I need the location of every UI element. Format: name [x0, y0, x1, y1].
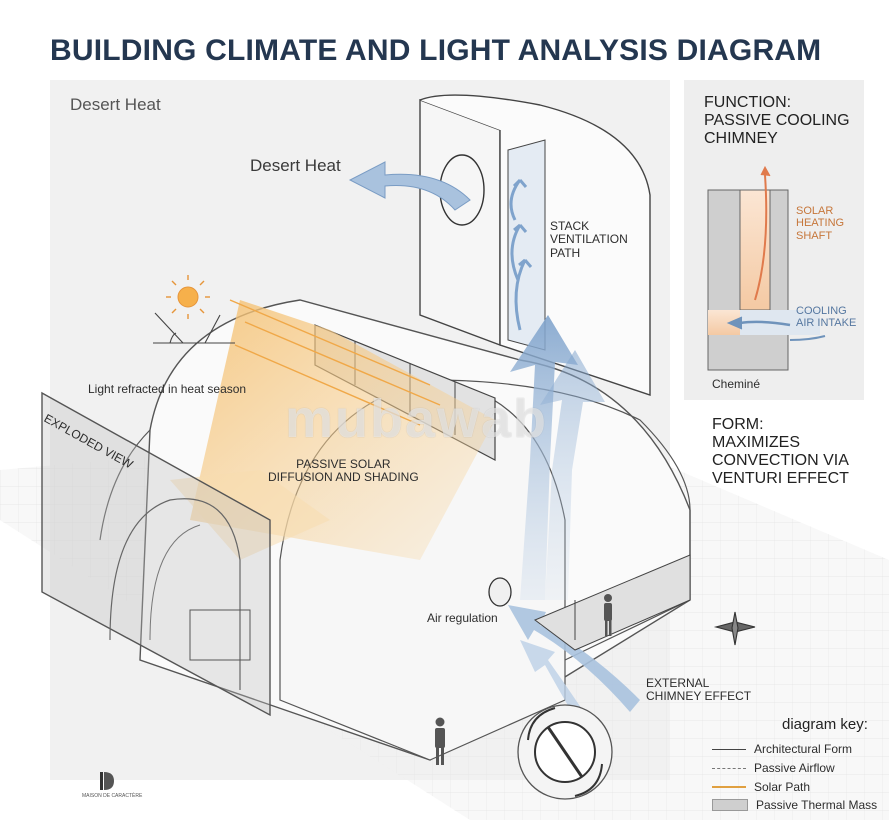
chemine-label: Cheminé [712, 377, 761, 391]
key-item-passive-airflow: Passive Airflow [712, 761, 835, 775]
person-figure-front [435, 717, 445, 765]
sun-icon [166, 275, 210, 319]
diagram-title: BUILDING CLIMATE AND LIGHT ANALYSIS DIAG… [50, 34, 822, 67]
key-title: diagram key: [782, 716, 868, 733]
sun-angle-icon [153, 312, 235, 344]
key-item-architectural-form: Architectural Form [712, 742, 852, 756]
key-item-thermal-mass: Passive Thermal Mass [712, 798, 877, 812]
exploded-view-panel [41, 391, 271, 717]
light-refracted-label: Light refracted in heat season [88, 382, 247, 396]
damper-inset-icon [517, 704, 613, 800]
watermark: mubawab [285, 389, 549, 449]
stack-ventilation-arrows [509, 178, 533, 331]
solar-shaft-label: SOLAR HEATING SHAFT [796, 205, 845, 242]
cooling-intake-label: COOLING AIR INTAKE [796, 305, 857, 330]
right-vault [429, 379, 691, 661]
architectural-form-swatch [712, 748, 746, 750]
stack-ventilation-label: STACK VENTILATION PATH [550, 219, 628, 260]
side-entrance [534, 554, 691, 651]
compass-icon [713, 611, 756, 646]
passive-solar-label: PASSIVE SOLAR DIFFUSION AND SHADING [268, 457, 419, 485]
desert-heat-arrow [348, 161, 471, 211]
external-chimney-arrow [508, 605, 640, 712]
person-figure-right [604, 594, 612, 636]
key-item-solar-path: Solar Path [712, 780, 810, 794]
chimney-section-diagram [707, 165, 826, 371]
passive-airflow-swatch [712, 767, 746, 769]
air-regulation-label: Air regulation [427, 611, 498, 625]
brand-logo [100, 772, 114, 790]
function-heading: FUNCTION: PASSIVE COOLING CHIMNEY [704, 94, 850, 147]
external-chimney-label: EXTERNAL CHIMNEY EFFECT [646, 676, 752, 704]
air-regulation-vent [488, 577, 512, 607]
rising-airflow-arrow [510, 315, 578, 600]
thermal-mass-swatch [712, 799, 748, 811]
desert-heat-label: Desert Heat [250, 156, 341, 175]
solar-path-swatch [712, 786, 746, 788]
logo-text: MAISON DE CARACTÈRE [82, 793, 143, 799]
form-heading: FORM: MAXIMIZES CONVECTION VIA VENTURI E… [712, 416, 849, 487]
chimney-tower [419, 98, 501, 347]
corner-label: Desert Heat [70, 95, 161, 114]
